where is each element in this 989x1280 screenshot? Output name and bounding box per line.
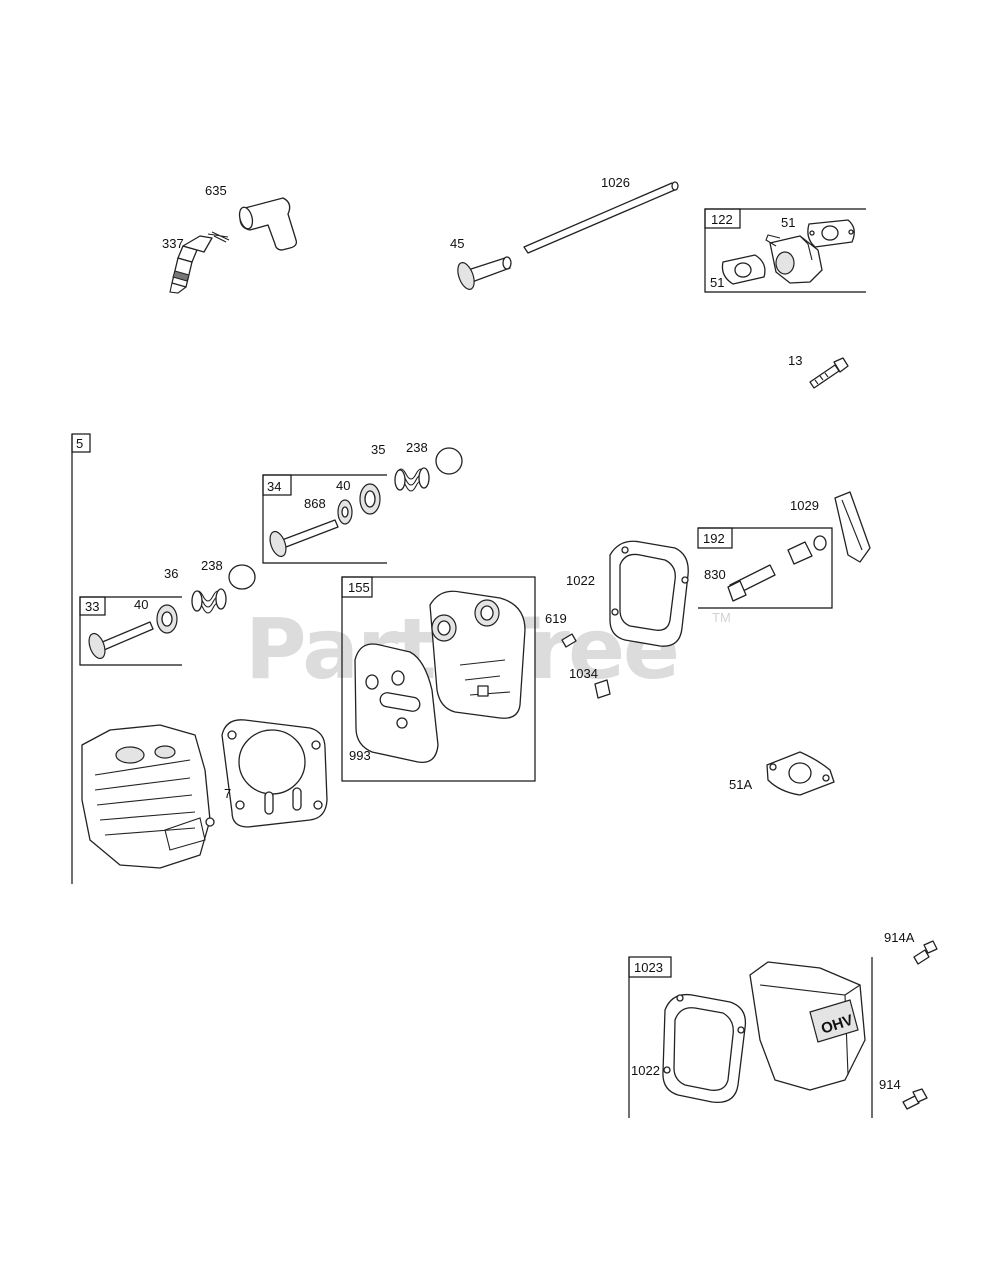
label-45[interactable]: 45 — [450, 236, 464, 251]
label-1023[interactable]: 1023 — [634, 960, 663, 975]
box-33 — [79, 596, 182, 666]
valve-cap-238-upper[interactable] — [435, 447, 463, 475]
label-51-upper[interactable]: 51 — [781, 215, 795, 230]
intake-manifold-122[interactable] — [765, 234, 823, 284]
watermark-trademark: TM — [712, 610, 731, 625]
label-868[interactable]: 868 — [304, 496, 326, 511]
box-1023 — [628, 956, 873, 1118]
label-993[interactable]: 993 — [349, 748, 371, 763]
label-192[interactable]: 192 — [703, 531, 725, 546]
bolt-13[interactable] — [809, 357, 849, 389]
spark-plug-boot-635[interactable] — [237, 197, 298, 251]
label-51-lower[interactable]: 51 — [710, 275, 724, 290]
label-40-upper[interactable]: 40 — [336, 478, 350, 493]
box-192 — [697, 527, 833, 609]
label-155[interactable]: 155 — [348, 580, 370, 595]
label-35[interactable]: 35 — [371, 442, 385, 457]
label-830[interactable]: 830 — [704, 567, 726, 582]
valve-seal-40-lower[interactable] — [156, 604, 178, 634]
label-36[interactable]: 36 — [164, 566, 178, 581]
gasket-51-lower[interactable] — [721, 254, 766, 285]
gasket-51A[interactable] — [766, 751, 835, 796]
bolt-619[interactable] — [561, 633, 577, 648]
label-635[interactable]: 635 — [205, 183, 227, 198]
push-rod-guide-1034[interactable] — [594, 679, 611, 699]
bolt-914A[interactable] — [913, 940, 938, 965]
label-619[interactable]: 619 — [545, 611, 567, 626]
exhaust-valve-33[interactable] — [86, 621, 154, 661]
valve-cap-238-lower[interactable] — [228, 564, 256, 590]
rocker-stud-830[interactable] — [727, 535, 827, 602]
label-5[interactable]: 5 — [76, 436, 83, 451]
label-33[interactable]: 33 — [85, 599, 99, 614]
label-13[interactable]: 13 — [788, 353, 802, 368]
head-gasket-7[interactable] — [221, 719, 328, 828]
intake-gasket-plate-155[interactable] — [429, 590, 526, 719]
tappet-45[interactable] — [455, 256, 512, 292]
label-914[interactable]: 914 — [879, 1077, 901, 1092]
box-155 — [341, 576, 536, 782]
label-1022-upper[interactable]: 1022 — [566, 573, 595, 588]
label-1026[interactable]: 1026 — [601, 175, 630, 190]
label-40-lower[interactable]: 40 — [134, 597, 148, 612]
label-238-lower[interactable]: 238 — [201, 558, 223, 573]
cylinder-head[interactable] — [81, 724, 215, 869]
label-1029[interactable]: 1029 — [790, 498, 819, 513]
label-34[interactable]: 34 — [267, 479, 281, 494]
box-5 — [71, 433, 91, 884]
valve-seal-40-upper[interactable] — [359, 483, 381, 515]
label-51A[interactable]: 51A — [729, 777, 752, 792]
box-34 — [262, 474, 387, 564]
label-1034[interactable]: 1034 — [569, 666, 598, 681]
label-238-upper[interactable]: 238 — [406, 440, 428, 455]
label-1022-lower[interactable]: 1022 — [631, 1063, 660, 1078]
rocker-gasket-1022-upper[interactable] — [609, 540, 689, 647]
intake-valve-34[interactable] — [267, 519, 339, 559]
label-914A[interactable]: 914A — [884, 930, 915, 945]
valve-cover-1023[interactable]: OHV — [749, 961, 866, 1091]
gasket-51-upper[interactable] — [807, 219, 855, 248]
rocker-gasket-1022-lower[interactable] — [662, 993, 747, 1104]
retainer-868[interactable] — [337, 499, 353, 525]
rocker-arm-1029[interactable] — [834, 491, 871, 563]
bolt-914[interactable] — [902, 1088, 928, 1110]
box-122 — [704, 208, 866, 293]
valve-spring-36[interactable] — [191, 588, 227, 614]
label-337[interactable]: 337 — [162, 236, 184, 251]
spark-plug-337[interactable] — [169, 231, 230, 294]
valve-spring-35[interactable] — [394, 467, 430, 492]
label-122[interactable]: 122 — [711, 212, 733, 227]
label-7[interactable]: 7 — [224, 786, 231, 801]
carburetor-gasket-993[interactable] — [354, 643, 439, 764]
push-rod-1026[interactable] — [523, 181, 679, 254]
